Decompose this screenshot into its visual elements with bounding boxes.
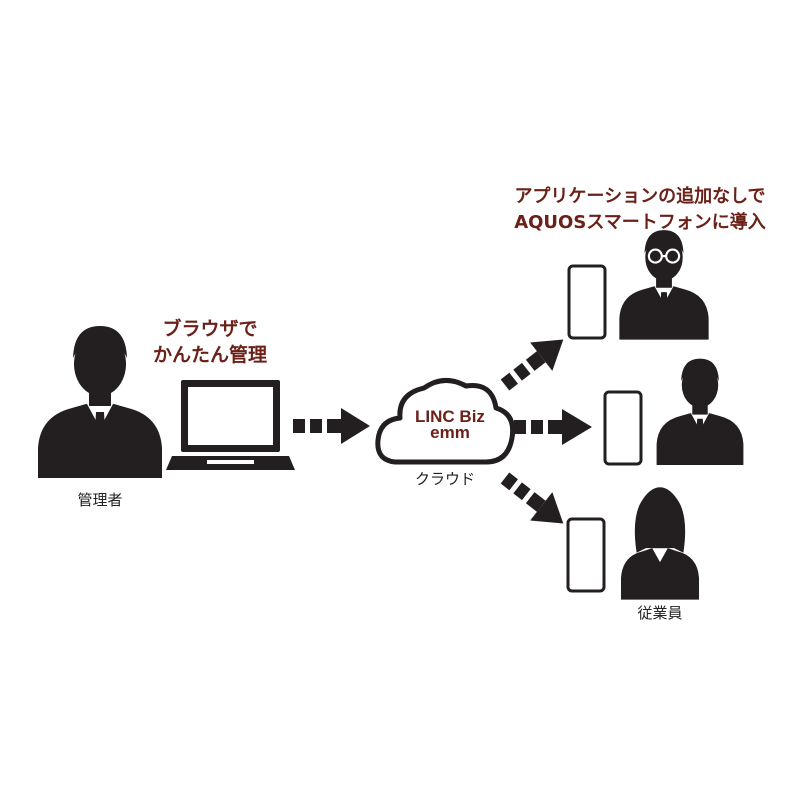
cloud-name-line1: LINC Biz [415,407,485,426]
businessman-icon [656,358,744,465]
cloud-icon [375,378,516,465]
laptop-icon [166,380,295,470]
admin-caption: ブラウザで かんたん管理 [0,316,420,368]
smartphone-icon [603,390,643,466]
businesswoman-icon [621,487,699,600]
arrow-cloud-to-employee-1 [500,339,564,391]
admin-caption-line1: ブラウザで [162,318,258,340]
smartphone-icon [567,264,607,340]
admin-caption-line2: かんたん管理 [152,344,267,366]
employee-caption: アプリケーションの追加なしで AQUOSスマートフォンに導入 [470,184,800,236]
cloud-name-line2: emm [430,423,470,442]
arrow-admin-to-cloud [293,408,370,444]
cloud-name: LINC Biz emm [395,407,505,442]
admin-label: 管理者 [77,491,123,509]
man-with-glasses-icon [619,230,709,340]
employee-caption-line1: アプリケーションの追加なしで [514,186,766,207]
arrow-cloud-to-employee-2 [514,409,592,445]
employee-caption-line2: AQUOSスマートフォンに導入 [514,212,766,233]
smartphone-icon [566,517,606,593]
cloud-label: クラウド [414,470,475,488]
arrow-cloud-to-employee-3 [500,472,564,524]
employee-label: 従業員 [637,604,683,622]
